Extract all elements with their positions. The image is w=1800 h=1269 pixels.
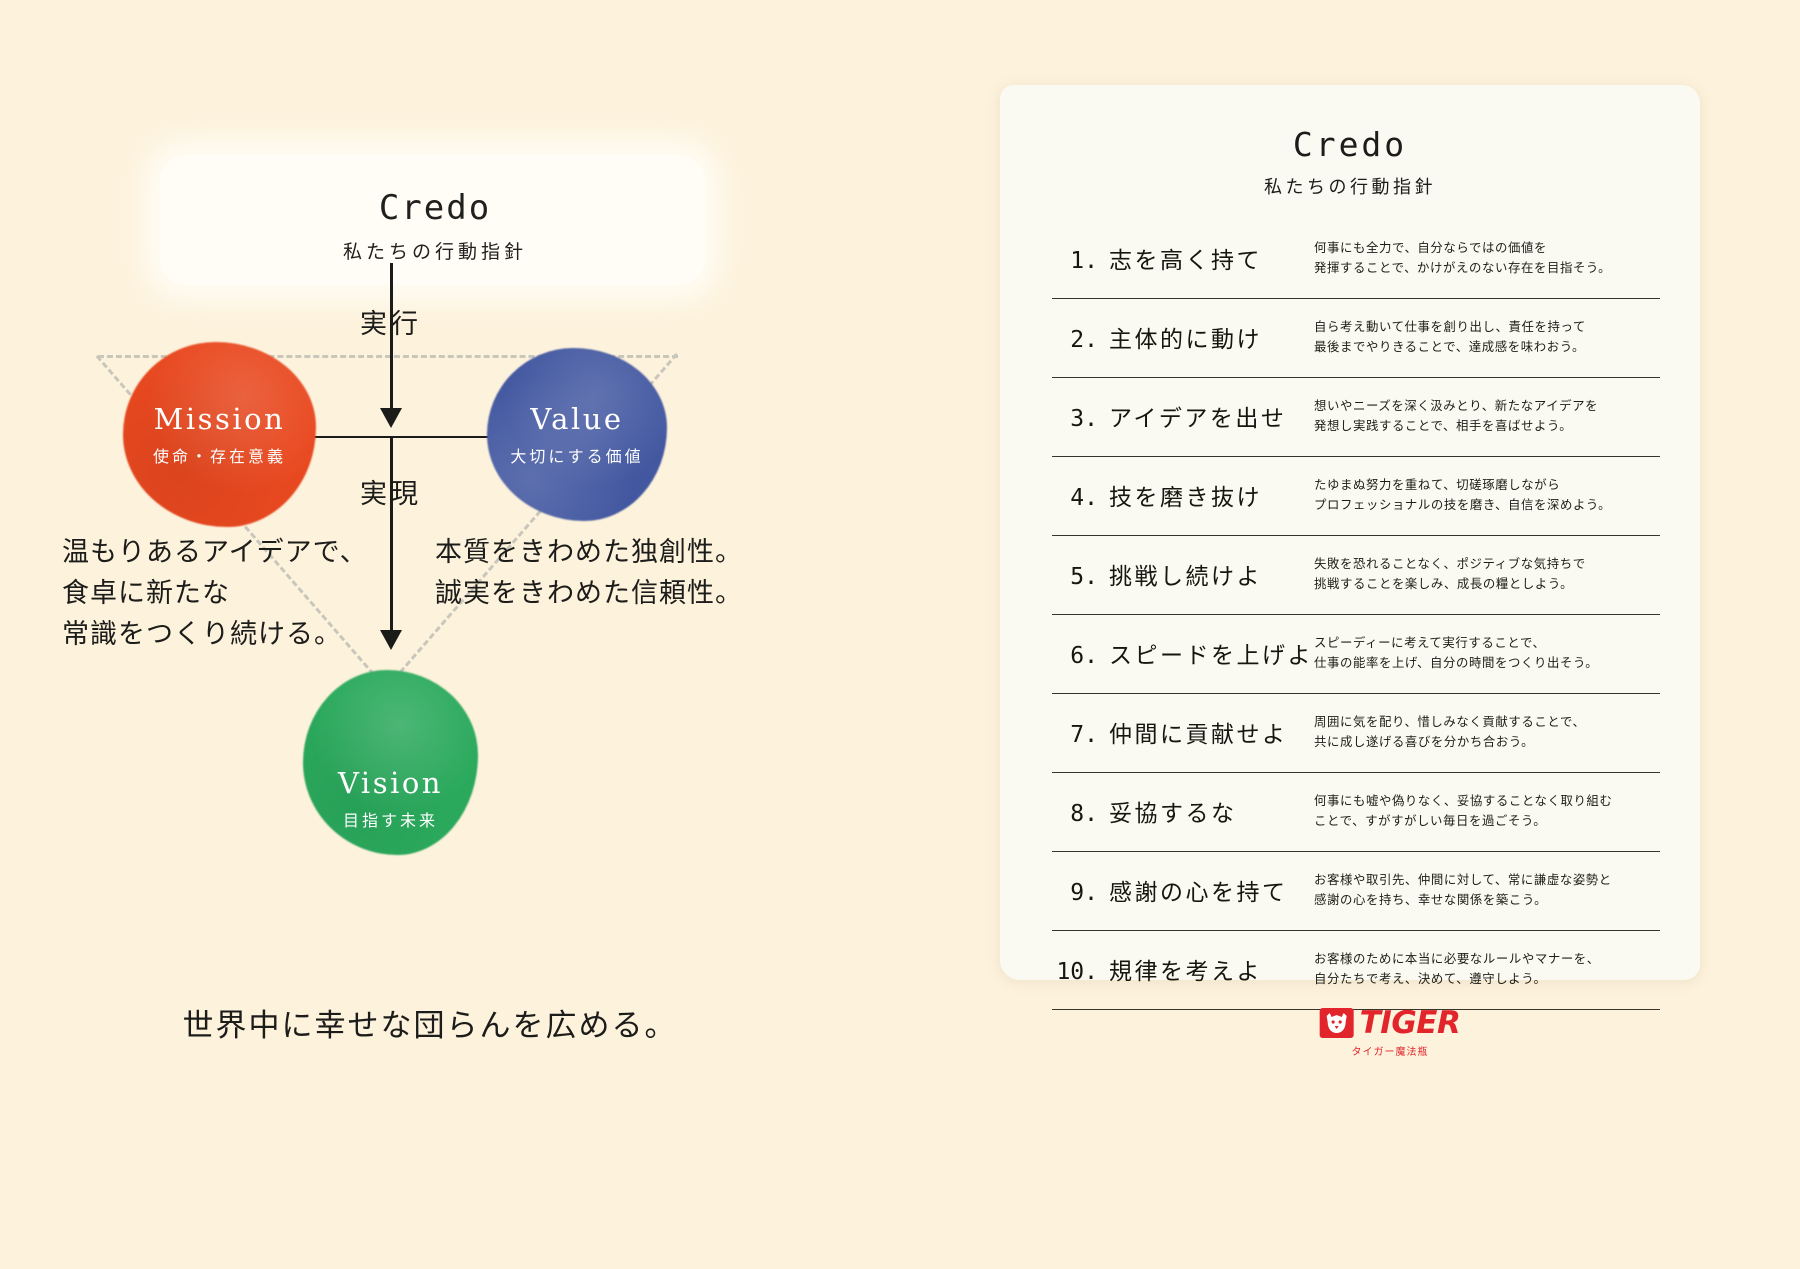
credo-item-6-title: スピードを上げよ [1109, 643, 1313, 669]
left-page-subtitle: 私たちの行動指針 [342, 241, 527, 264]
credo-item-6-heading: 6. スピードを上げよ [1052, 636, 1314, 670]
credo-list: 1. 志を高く持て 何事にも全力で、自分ならではの価値を 発揮することで、かけが… [1052, 220, 1660, 1010]
credo-item-1: 1. 志を高く持て 何事にも全力で、自分ならではの価値を 発揮することで、かけが… [1052, 220, 1660, 299]
mission-blob-shape [123, 342, 316, 527]
credo-item-1-heading: 1. 志を高く持て [1052, 241, 1314, 275]
credo-item-4-heading: 4. 技を磨き抜け [1052, 478, 1314, 512]
tiger-logo-wordmark: TIGER [1359, 1005, 1461, 1041]
credo-item-10-title: 規律を考えよ [1109, 959, 1262, 985]
credo-item-5-description: 失敗を恐れることなく、ポジティブな気持ちで 挑戦することを楽しみ、成長の糧としよ… [1314, 555, 1586, 591]
credo-item-2-title: 主体的に動け [1109, 327, 1262, 353]
arrow-shaft-bottom [390, 436, 393, 636]
credo-item-3: 3. アイデアを出せ 想いやニーズを深く汲みとり、新たなアイデアを 発想し実践す… [1052, 378, 1660, 457]
credo-item-8-title: 妥協するな [1109, 801, 1237, 827]
credo-item-3-description: 想いやニーズを深く汲みとり、新たなアイデアを 発想し実践することで、相手を喜ばせ… [1314, 397, 1599, 433]
credo-item-10-number: 10. [1056, 959, 1098, 985]
right-header: Credo 私たちの行動指針 [1000, 125, 1700, 199]
vision-statement: 世界中に幸せな団らんを広める。 [182, 1008, 678, 1044]
credo-item-9-heading: 9. 感謝の心を持て [1052, 873, 1314, 907]
credo-item-4-description: たゆまぬ努力を重ねて、切磋琢磨しながら プロフェッショナルの技を磨き、自信を深め… [1314, 476, 1612, 512]
blob-vision[interactable]: Vision 目指す未来 [303, 670, 478, 855]
credo-item-5: 5. 挑戦し続けよ 失敗を恐れることなく、ポジティブな気持ちで 挑戦することを楽… [1052, 536, 1660, 615]
credo-item-8-description: 何事にも嘘や偽りなく、妥協することなく取り組む ことで、すがすがしい毎日を過ごそ… [1314, 792, 1613, 828]
credo-item-8-heading: 8. 妥協するな [1052, 794, 1314, 828]
mission-label-en: Mission [153, 402, 286, 436]
credo-item-7-number: 7. [1070, 722, 1098, 748]
credo-item-2-description: 自ら考え動いて仕事を創り出し、責任を持って 最後までやりきることで、達成感を味わ… [1314, 318, 1586, 354]
credo-item-2-number: 2. [1070, 327, 1098, 353]
value-statement: 本質をきわめた独創性。 誠実をきわめた信頼性。 [435, 537, 743, 610]
flow-label-execute: 実行 [360, 309, 422, 340]
flow-label-realize: 実現 [360, 479, 422, 510]
left-panel-diagram: Credo 私たちの行動指針 実行 実現 Mission 使命・存在意義 Val… [62, 155, 743, 1044]
vision-blob-shape [303, 670, 478, 855]
blob-value[interactable]: Value 大切にする価値 [487, 348, 667, 521]
tiger-logo: TIGER タイガー魔法瓶 [1319, 1005, 1461, 1058]
credo-item-7: 7. 仲間に貢献せよ 周囲に気を配り、惜しみなく貢献することで、 共に成し遂げる… [1052, 694, 1660, 773]
value-label-en: Value [530, 402, 624, 436]
credo-title-card [160, 155, 705, 285]
credo-item-2: 2. 主体的に動け 自ら考え動いて仕事を創り出し、責任を持って 最後までやりきる… [1052, 299, 1660, 378]
credo-item-1-title: 志を高く持て [1109, 248, 1262, 274]
credo-item-9-title: 感謝の心を持て [1109, 880, 1288, 906]
dashed-triangle-top [98, 355, 678, 358]
arrow-shaft-top [390, 263, 393, 413]
credo-item-4: 4. 技を磨き抜け たゆまぬ努力を重ねて、切磋琢磨しながら プロフェッショナルの… [1052, 457, 1660, 536]
mission-statement: 温もりあるアイデアで、 食卓に新たな 常識をつくり続ける。 [62, 537, 368, 651]
credo-item-3-title: アイデアを出せ [1109, 406, 1287, 432]
credo-item-9-number: 9. [1070, 880, 1098, 906]
credo-item-10-description: お客様のために本当に必要なルールやマナーを、 自分たちで考え、決めて、遵守しよう… [1314, 950, 1600, 986]
credo-item-3-number: 3. [1070, 406, 1098, 432]
mission-label-jp: 使命・存在意義 [152, 447, 286, 466]
value-label-jp: 大切にする価値 [510, 447, 644, 466]
vision-label-jp: 目指す未来 [342, 811, 438, 830]
right-panel-credo-card: Credo 私たちの行動指針 1. 志を高く持て 何事にも全力で、自分ならではの… [980, 0, 1800, 1269]
credo-item-8-number: 8. [1070, 801, 1098, 827]
right-page-title: Credo [1292, 125, 1408, 164]
arrow-head-top [380, 408, 402, 428]
tiger-logo-row: TIGER [1319, 1005, 1461, 1041]
tiger-head-icon [1319, 1008, 1354, 1038]
right-page-subtitle: 私たちの行動指針 [1264, 177, 1436, 198]
credo-paper: Credo 私たちの行動指針 1. 志を高く持て 何事にも全力で、自分ならではの… [1000, 85, 1700, 1010]
credo-item-4-title: 技を磨き抜け [1109, 485, 1262, 511]
blob-mission[interactable]: Mission 使命・存在意義 [123, 342, 316, 527]
credo-item-9-description: お客様や取引先、仲間に対して、常に謙虚な姿勢と 感謝の心を持ち、幸せな関係を築こ… [1314, 871, 1612, 907]
credo-item-10: 10. 規律を考えよ お客様のために本当に必要なルールやマナーを、 自分たちで考… [1052, 931, 1660, 1010]
credo-item-6: 6. スピードを上げよ スピーディーに考えて実行することで、 仕事の能率を上げ、… [1052, 615, 1660, 694]
tiger-logo-jp: タイガー魔法瓶 [1351, 1047, 1429, 1058]
credo-item-5-number: 5. [1070, 564, 1098, 590]
left-page-title: Credo [378, 188, 492, 228]
arrow-head-bottom [380, 630, 402, 650]
value-blob-shape [487, 348, 667, 521]
credo-item-2-heading: 2. 主体的に動け [1052, 320, 1314, 354]
credo-item-6-description: スピーディーに考えて実行することで、 仕事の能率を上げ、自分の時間をつくり出そう… [1314, 634, 1599, 670]
credo-item-5-title: 挑戦し続けよ [1109, 564, 1262, 590]
credo-item-10-heading: 10. 規律を考えよ [1052, 952, 1314, 986]
credo-item-5-heading: 5. 挑戦し続けよ [1052, 557, 1314, 591]
credo-item-9: 9. 感謝の心を持て お客様や取引先、仲間に対して、常に謙虚な姿勢と 感謝の心を… [1052, 852, 1660, 931]
credo-item-7-title: 仲間に貢献せよ [1109, 722, 1288, 748]
credo-item-1-number: 1. [1070, 248, 1098, 274]
credo-item-8: 8. 妥協するな 何事にも嘘や偽りなく、妥協することなく取り組む ことで、すがす… [1052, 773, 1660, 852]
credo-item-6-number: 6. [1070, 643, 1098, 669]
credo-item-4-number: 4. [1070, 485, 1098, 511]
credo-item-3-heading: 3. アイデアを出せ [1052, 399, 1314, 433]
vision-label-en: Vision [337, 766, 443, 800]
credo-item-7-heading: 7. 仲間に貢献せよ [1052, 715, 1314, 749]
credo-item-1-description: 何事にも全力で、自分ならではの価値を 発揮することで、かけがえのない存在を目指そ… [1314, 239, 1612, 275]
left-header: Credo 私たちの行動指針 [240, 188, 630, 264]
credo-item-7-description: 周囲に気を配り、惜しみなく貢献することで、 共に成し遂げる喜びを分かち合おう。 [1314, 713, 1586, 749]
